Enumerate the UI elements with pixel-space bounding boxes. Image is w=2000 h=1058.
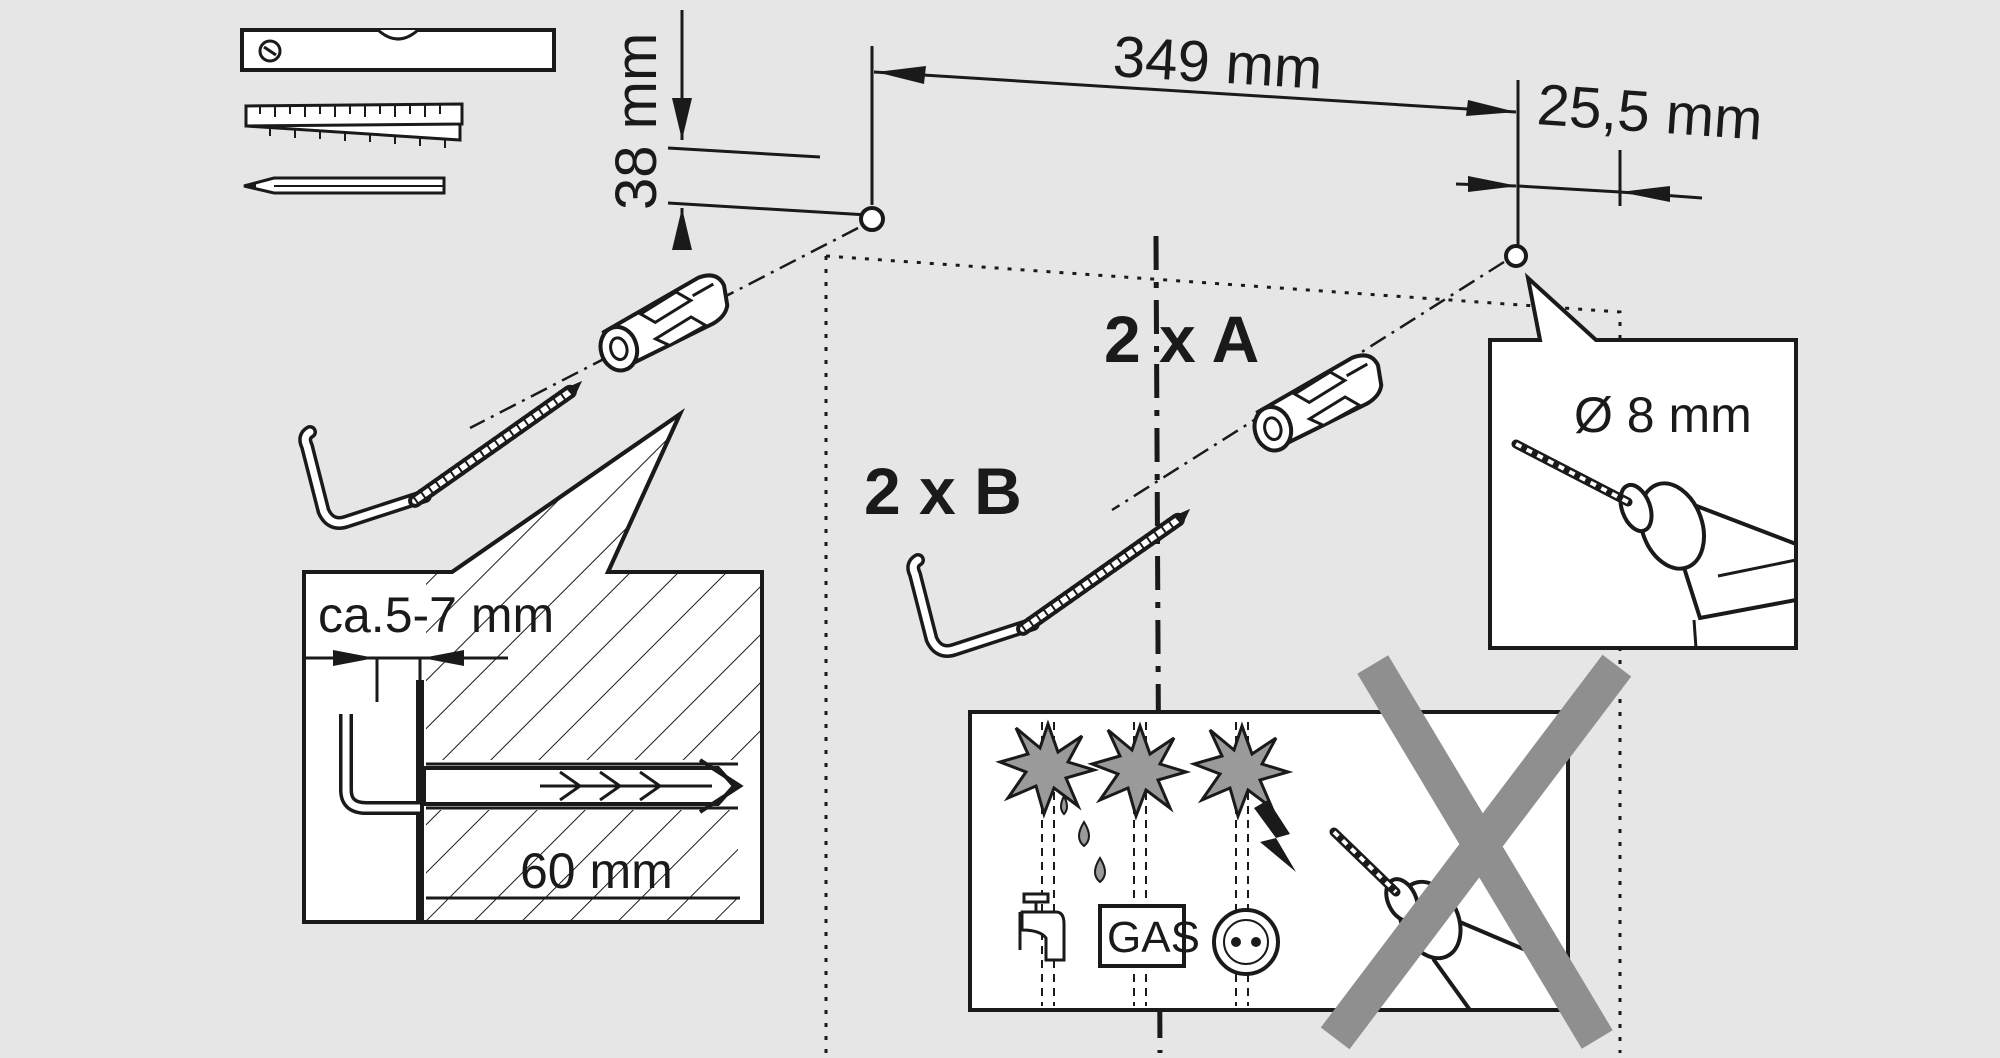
water-tap-icon (1018, 892, 1066, 962)
dimension-349mm-label: 349 mm (1111, 24, 1324, 102)
spirit-level-icon (240, 28, 556, 72)
water-drop-icon (1060, 793, 1106, 884)
wall-plug-icon (586, 269, 741, 377)
wall-section-inset: ca.5-7 mm 60 mm (302, 408, 764, 924)
drill-diameter-label: Ø 8 mm (1574, 387, 1752, 443)
lightning-icon (1254, 800, 1296, 872)
quantity-a-label: 2 x A (1104, 302, 1259, 376)
folding-rule-icon (244, 102, 464, 148)
power-socket-icon (1212, 908, 1280, 976)
drill-bit-inset: Ø 8 mm (1488, 272, 1798, 650)
dimension-25-5mm-label: 25,5 mm (1535, 72, 1765, 153)
dimension-38mm: 38 mm (604, 10, 869, 250)
wall-plug-icon-right (1240, 349, 1395, 457)
hazard-warning-inset: GAS (968, 710, 1570, 1012)
centre-line (1153, 235, 1163, 1054)
dimension-38mm-label: 38 mm (604, 33, 669, 210)
drill-hole-marker-right (1504, 244, 1528, 268)
depth-gap-label: ca.5-7 mm (318, 587, 554, 643)
depth-60mm-label: 60 mm (520, 843, 673, 899)
gas-label: GAS (1107, 913, 1200, 962)
pencil-icon (243, 176, 446, 195)
gas-icon: GAS (1098, 904, 1200, 968)
drill-hole-marker-left (859, 206, 885, 232)
dimension-25-5mm: 25,5 mm (1455, 72, 1765, 206)
quantity-b-label: 2 x B (864, 454, 1022, 528)
mounted-object-outline (824, 254, 1622, 1053)
dimension-349mm: 349 mm (870, 24, 1520, 250)
prohibited-cross-icon (1320, 654, 1632, 1050)
axis-line-right (1111, 260, 1505, 512)
hook-screw-icon (302, 381, 590, 525)
